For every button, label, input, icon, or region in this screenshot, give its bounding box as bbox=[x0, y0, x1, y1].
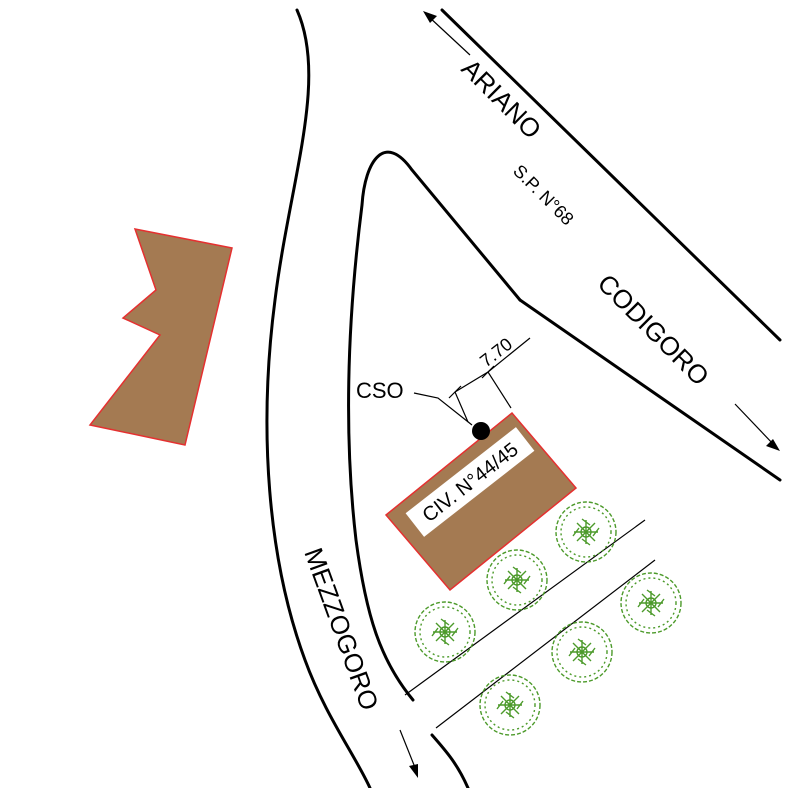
tree-icon bbox=[555, 501, 617, 563]
tree-icon bbox=[551, 621, 613, 683]
mezzogoro-road-edge-right bbox=[347, 150, 522, 702]
left-building bbox=[88, 228, 233, 446]
tree-icon bbox=[479, 674, 541, 736]
main-building bbox=[384, 411, 578, 592]
road-label-sp68: S.P. N°68 bbox=[509, 161, 578, 230]
arrow-codigoro-icon bbox=[734, 403, 780, 451]
dimension-line bbox=[448, 337, 531, 423]
tree-icon bbox=[486, 549, 548, 611]
arrow-ariano-icon bbox=[423, 11, 471, 56]
mezzogoro-road-bottom-edge bbox=[430, 733, 470, 788]
cso-point bbox=[472, 422, 490, 440]
mezzogoro-road-edge-left bbox=[265, 8, 372, 788]
cso-label: CSO bbox=[356, 378, 404, 403]
tree-row-line-2 bbox=[435, 559, 656, 729]
cso-leader-line bbox=[413, 392, 473, 426]
tree-icon bbox=[414, 601, 476, 663]
tree-row-line-1 bbox=[404, 519, 646, 696]
sp68-road-edge-lower bbox=[518, 298, 782, 482]
road-label-mezzogoro: MEZZOGORO bbox=[298, 544, 384, 714]
road-label-codigoro: CODIGORO bbox=[592, 268, 715, 391]
sp68-road-edge-upper bbox=[440, 8, 782, 342]
tree-icon bbox=[620, 572, 682, 634]
arrow-mezzogoro-icon bbox=[399, 729, 418, 778]
